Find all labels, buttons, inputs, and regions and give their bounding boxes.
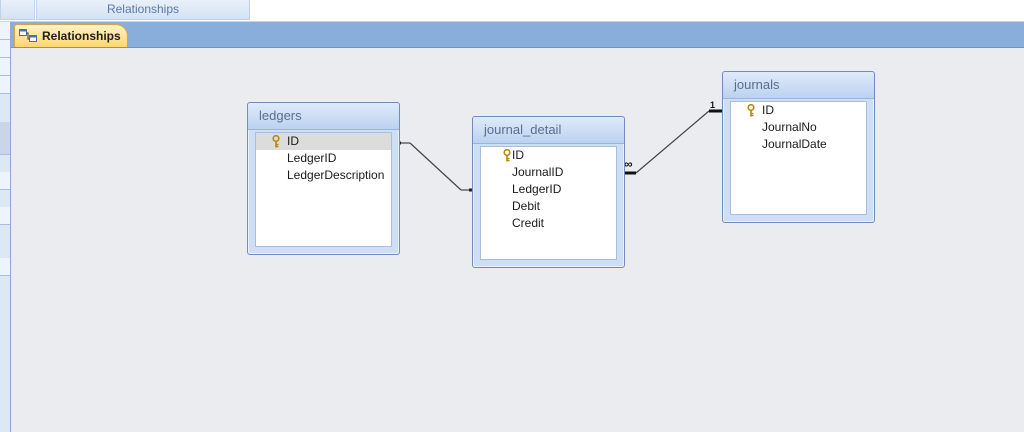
nav-item[interactable]: [0, 207, 10, 225]
field-name: ID: [512, 148, 524, 162]
nav-item[interactable]: [0, 76, 10, 94]
field-name: JournalDate: [762, 137, 827, 151]
nav-item[interactable]: [0, 58, 10, 76]
relationship-many-label: ∞: [624, 157, 633, 171]
field-name: Credit: [512, 216, 545, 230]
field-row[interactable]: Credit: [481, 215, 616, 232]
field-name: LedgerID: [287, 151, 337, 165]
nav-item[interactable]: [0, 258, 10, 276]
table-journal-detail[interactable]: journal_detail ID JournalID LedgerID Deb…: [472, 116, 625, 268]
document-tab-bar: Relationships: [11, 22, 1024, 48]
field-name: JournalNo: [762, 120, 817, 134]
field-row[interactable]: Debit: [481, 198, 616, 215]
nav-item[interactable]: [0, 40, 10, 58]
table-title[interactable]: journal_detail: [473, 117, 624, 144]
relationship-one-label: 1: [710, 100, 716, 110]
table-title[interactable]: journals: [723, 72, 874, 99]
field-name: ID: [287, 134, 299, 148]
nav-item[interactable]: [0, 172, 10, 190]
tab-relationships-label: Relationships: [42, 29, 121, 43]
field-row[interactable]: JournalDate: [731, 136, 866, 153]
relationships-icon: [19, 29, 37, 42]
field-row[interactable]: ID: [481, 147, 616, 164]
field-row[interactable]: ID: [731, 102, 866, 119]
field-name: ID: [762, 103, 774, 117]
field-row[interactable]: LedgerID: [481, 181, 616, 198]
field-list[interactable]: ID JournalNo JournalDate: [730, 101, 867, 215]
ribbon-segment[interactable]: [0, 0, 35, 20]
table-ledgers[interactable]: ledgers ID LedgerID LedgerDescription: [247, 102, 400, 255]
field-list[interactable]: ID LedgerID LedgerDescription: [255, 132, 392, 247]
field-name: Debit: [512, 199, 541, 213]
ribbon-relationships-tab[interactable]: Relationships: [36, 0, 250, 20]
field-name: LedgerID: [512, 182, 562, 196]
nav-item[interactable]: [0, 22, 10, 40]
field-row[interactable]: JournalID: [481, 164, 616, 181]
field-list[interactable]: ID JournalID LedgerID Debit Credit: [480, 146, 617, 260]
field-name: LedgerDescription: [287, 168, 385, 182]
field-row[interactable]: LedgerID: [256, 150, 391, 167]
field-row[interactable]: ID: [256, 133, 391, 150]
navigation-pane[interactable]: [0, 22, 11, 432]
table-journals[interactable]: journals ID JournalNo JournalDate: [722, 71, 875, 223]
primary-key-icon: [747, 104, 755, 117]
top-ribbon-strip: Relationships: [0, 0, 1024, 22]
nav-item-selected[interactable]: [0, 122, 10, 155]
field-name: JournalID: [512, 165, 564, 179]
tab-relationships[interactable]: Relationships: [14, 24, 128, 47]
table-title[interactable]: ledgers: [248, 103, 399, 130]
primary-key-icon: [272, 135, 280, 148]
field-row[interactable]: LedgerDescription: [256, 167, 391, 184]
field-row[interactable]: JournalNo: [731, 119, 866, 136]
primary-key-icon: [503, 149, 511, 162]
